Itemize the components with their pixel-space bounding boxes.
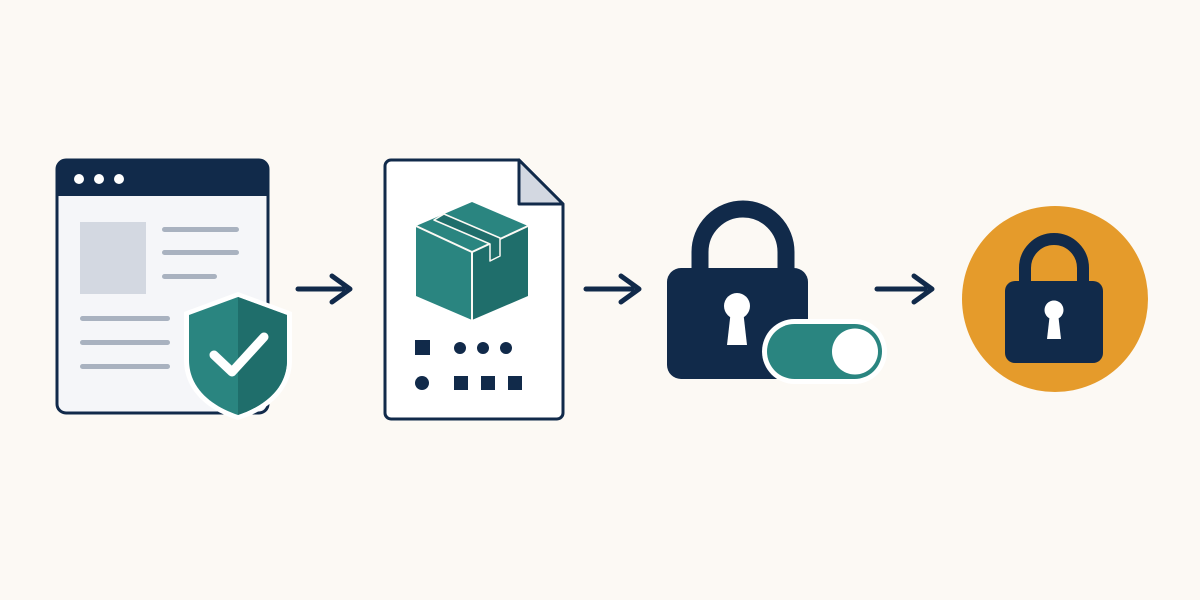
image-placeholder-icon xyxy=(80,222,146,294)
padlock-icon xyxy=(1005,233,1103,363)
package-box-icon xyxy=(415,202,529,320)
arrow-right-icon xyxy=(583,273,642,305)
text-line xyxy=(162,250,239,255)
checkmark-icon xyxy=(209,332,269,377)
padlock-shackle xyxy=(691,200,795,274)
keyhole-icon xyxy=(1044,300,1064,339)
data-symbols-row xyxy=(415,340,512,355)
toggle-knob xyxy=(832,328,878,375)
document-fold-corner xyxy=(517,158,565,206)
text-line xyxy=(162,227,239,232)
arrow-right-icon xyxy=(295,273,353,305)
toggle-switch-on-icon xyxy=(762,319,887,384)
browser-title-bar xyxy=(57,160,268,196)
window-dot-icon xyxy=(114,174,124,184)
secure-webpage-icon xyxy=(55,158,292,420)
text-line xyxy=(80,364,170,369)
shield-check-icon xyxy=(184,292,292,420)
padlock-shackle xyxy=(1019,233,1089,284)
data-symbols-row xyxy=(415,376,522,390)
text-line xyxy=(80,316,170,321)
package-tape xyxy=(433,213,501,262)
package-document-icon xyxy=(383,158,565,421)
locked-badge-icon xyxy=(962,206,1148,392)
text-line xyxy=(80,340,170,345)
arrow-right-icon xyxy=(874,273,935,305)
keyhole-icon xyxy=(724,293,750,345)
window-dot-icon xyxy=(94,174,104,184)
text-line xyxy=(162,274,217,279)
window-dot-icon xyxy=(74,174,84,184)
